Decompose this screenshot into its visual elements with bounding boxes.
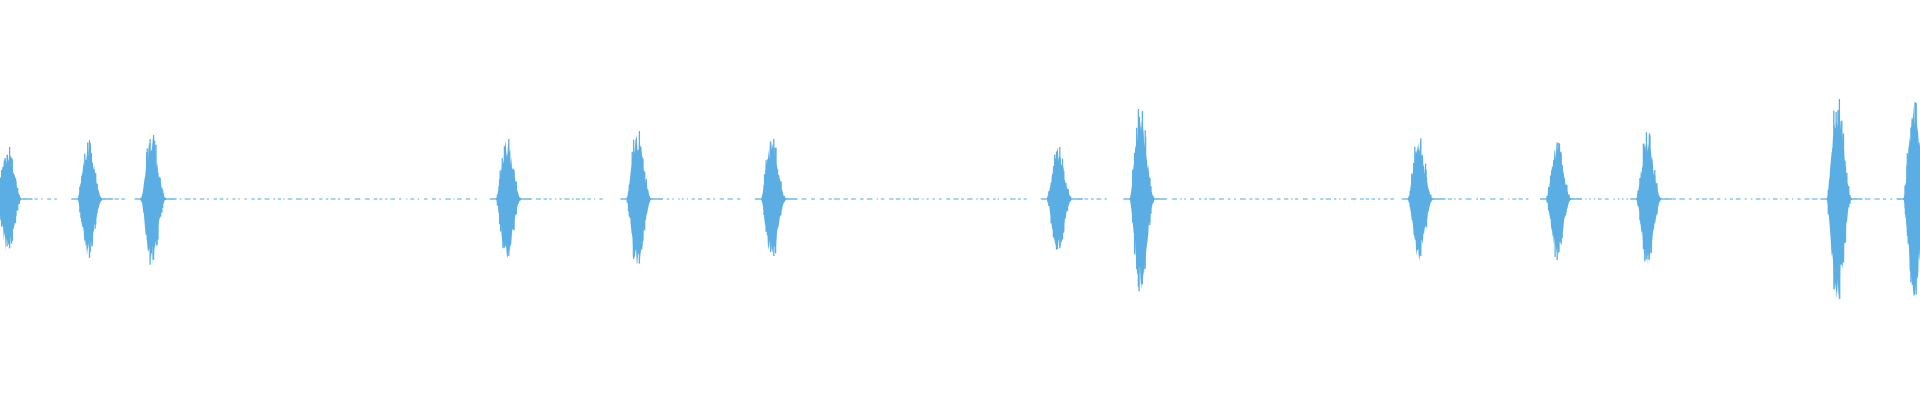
waveform-burst — [1820, 99, 1863, 302]
waveform-burst-layer — [0, 99, 1920, 302]
burst-spikes — [1047, 147, 1073, 250]
waveform-burst — [489, 139, 532, 258]
waveform-burst — [134, 135, 177, 265]
waveform-burst — [620, 131, 663, 265]
waveform-burst — [1630, 132, 1673, 265]
burst-spikes — [626, 131, 653, 264]
waveform-burst — [71, 140, 114, 258]
waveform-burst — [1123, 109, 1166, 292]
burst-spikes — [1827, 99, 1852, 299]
waveform-burst — [1897, 102, 1920, 297]
waveform-burst — [754, 139, 797, 256]
waveform-burst — [1040, 147, 1083, 250]
waveform-burst — [1540, 142, 1582, 261]
burst-spikes — [0, 147, 20, 249]
waveform-burst — [1401, 138, 1444, 261]
waveform-burst — [0, 147, 33, 251]
